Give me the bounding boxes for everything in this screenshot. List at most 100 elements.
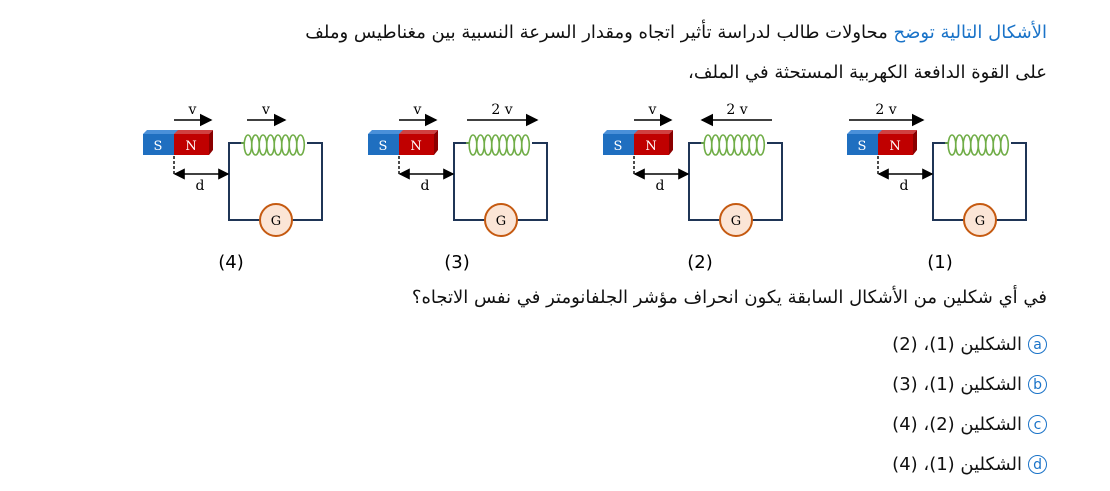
magnet-north-top — [399, 130, 438, 134]
coil-velocity-speed-label: v — [261, 102, 270, 118]
figure-3: G S Nd v 2 v — [368, 102, 548, 237]
magnet-side — [669, 130, 673, 155]
magnet-north — [174, 134, 209, 155]
magnet-south — [847, 134, 878, 155]
option-a[interactable]: a الشكلين (1)، (2) — [892, 334, 1047, 355]
coil-loop — [947, 134, 957, 156]
magnet-north — [399, 134, 434, 155]
coil-loop — [725, 134, 736, 156]
distance-label: d — [196, 178, 205, 194]
coil-loop — [740, 134, 751, 156]
coil-loop — [999, 134, 1010, 156]
coil-loop — [962, 134, 972, 156]
galvanometer-icon — [259, 203, 293, 237]
intro-highlight: الأشكال التالية توضح — [893, 22, 1047, 43]
magnet-side — [913, 130, 917, 155]
magnet-side — [434, 130, 438, 155]
coil-loop — [984, 134, 995, 156]
magnet-velocity-speed-label: v — [648, 102, 657, 118]
figure-number-label: (4) — [218, 252, 244, 273]
coil-icon — [241, 134, 306, 156]
coil-loop — [954, 134, 965, 156]
option-d[interactable]: d الشكلين (1)، (4) — [892, 454, 1047, 475]
figure-2: G S Nd v 2 v — [603, 102, 783, 237]
intro-line-2: على القوة الدافعة الكهربية المستحثة في ا… — [688, 62, 1047, 83]
coil-loop — [513, 134, 523, 156]
option-b[interactable]: b الشكلين (1)، (3) — [892, 374, 1047, 395]
option-text: الشكلين (1)، (4) — [892, 454, 1022, 475]
magnet-north-top — [634, 130, 673, 134]
figure-number-label: (3) — [444, 252, 470, 273]
magnet-velocity-speed-label: v — [188, 102, 197, 118]
coil-loop — [733, 134, 743, 156]
galvanometer-label: G — [496, 214, 506, 229]
coil-loop — [498, 134, 508, 156]
coil-icon — [466, 134, 531, 156]
coil-loop — [710, 134, 721, 156]
coil-loop — [273, 134, 283, 156]
option-letter: d — [1028, 455, 1047, 474]
magnet-side — [209, 130, 213, 155]
north-pole-label: N — [185, 139, 196, 154]
intro-line-1: الأشكال التالية توضح محاولات طالب لدراسة… — [305, 22, 1047, 43]
coil-loop — [718, 134, 728, 156]
south-pole-label: S — [379, 139, 388, 154]
magnet-south — [603, 134, 634, 155]
north-pole-label: N — [645, 139, 656, 154]
galvanometer-icon — [484, 203, 518, 237]
coil-loop — [295, 134, 306, 156]
question-text: في أي شكلين من الأشكال السابقة يكون انحر… — [411, 287, 1047, 308]
magnet-north-top — [174, 130, 213, 134]
coil-loop — [748, 134, 758, 156]
coil-loop — [265, 134, 276, 156]
coil-velocity-speed-label: 2 v — [726, 102, 747, 118]
north-pole-label: N — [889, 139, 900, 154]
magnet-south — [143, 134, 174, 155]
coil-loop — [992, 134, 1002, 156]
coil-loop — [969, 134, 980, 156]
coil-loop — [483, 134, 493, 156]
coil-loop — [977, 134, 987, 156]
coil-loop — [288, 134, 298, 156]
coil-loop — [243, 134, 253, 156]
coil-loop — [280, 134, 291, 156]
option-text: الشكلين (1)، (2) — [892, 334, 1022, 355]
coil-loop — [475, 134, 486, 156]
option-text: الشكلين (1)، (3) — [892, 374, 1022, 395]
south-pole-label: S — [858, 139, 867, 154]
galvanometer-label: G — [975, 214, 985, 229]
magnet-north — [878, 134, 913, 155]
magnet-north-top — [878, 130, 917, 134]
figure-number-label: (2) — [687, 252, 713, 273]
south-pole-label: S — [614, 139, 623, 154]
coil-loop — [258, 134, 268, 156]
coil-velocity-speed-label: 2 v — [491, 102, 512, 118]
galvanometer-icon — [963, 203, 997, 237]
galvanometer-label: G — [271, 214, 281, 229]
magnet-velocity-speed-label: v — [413, 102, 422, 118]
option-letter: a — [1028, 335, 1047, 354]
coil-loop — [755, 134, 766, 156]
distance-label: d — [421, 178, 430, 194]
coil-loop — [520, 134, 531, 156]
magnet-velocity-speed-label: 2 v — [875, 102, 896, 118]
coil-icon — [945, 134, 1010, 156]
coil-loop — [250, 134, 261, 156]
galvanometer-label: G — [731, 214, 741, 229]
coil-icon — [701, 134, 766, 156]
option-letter: b — [1028, 375, 1047, 394]
south-pole-label: S — [154, 139, 163, 154]
option-letter: c — [1028, 415, 1047, 434]
coil-loop — [703, 134, 713, 156]
figure-4: G S Nd v v — [143, 102, 323, 237]
intro-text: محاولات طالب لدراسة تأثير اتجاه ومقدار ا… — [305, 22, 894, 43]
coil-loop — [505, 134, 516, 156]
coil-loop — [490, 134, 501, 156]
magnet-south — [368, 134, 399, 155]
north-pole-label: N — [410, 139, 421, 154]
magnet-north — [634, 134, 669, 155]
galvanometer-icon — [719, 203, 753, 237]
distance-label: d — [656, 178, 665, 194]
